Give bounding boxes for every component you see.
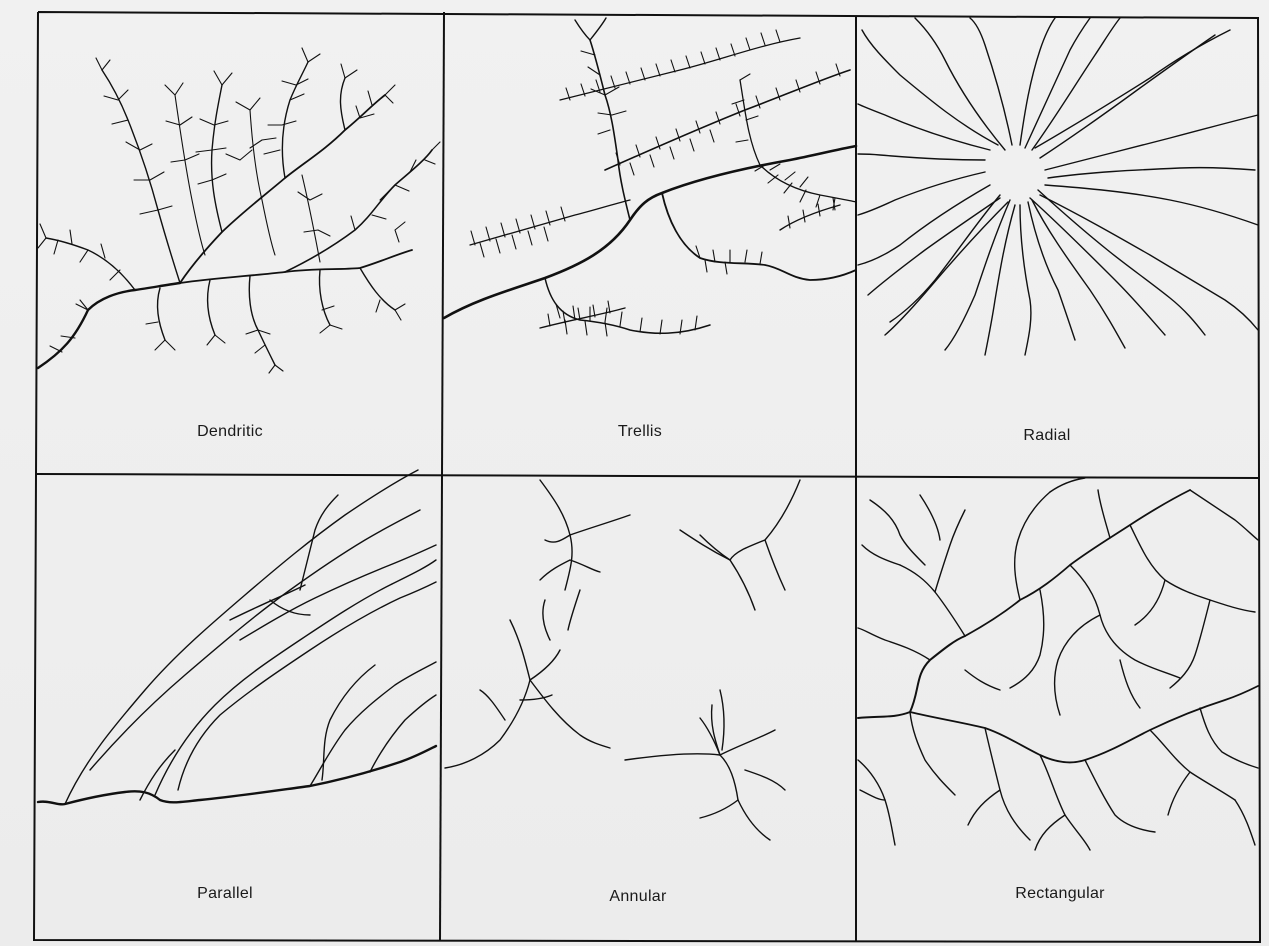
divider-v1 [440,12,444,941]
panel-label-annular: Annular [609,888,666,906]
rectangular-diagram [858,478,1258,850]
trellis-diagram [444,18,856,336]
divider-h [36,474,1259,478]
panel-label-parallel: Parallel [197,885,253,903]
parallel-diagram [38,470,436,804]
annular-diagram [445,480,800,840]
panel-label-trellis: Trellis [618,423,662,441]
panel-label-rectangular: Rectangular [1015,885,1105,903]
panel-label-radial: Radial [1023,427,1070,445]
radial-diagram [858,18,1258,355]
dendritic-diagram [38,48,440,373]
panel-label-dendritic: Dendritic [197,423,263,441]
